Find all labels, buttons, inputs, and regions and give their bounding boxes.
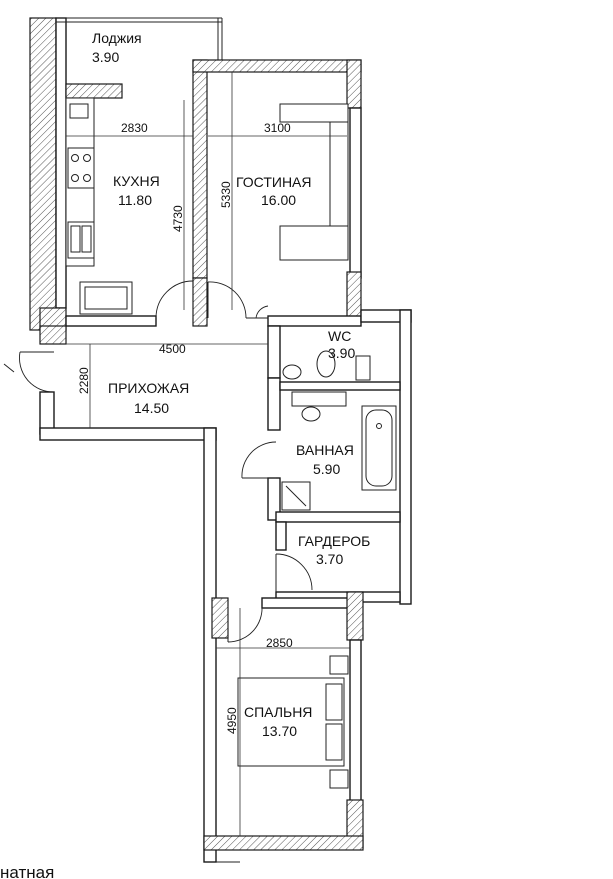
wall-hall-bath <box>267 377 281 431</box>
dimension-lines <box>66 72 350 836</box>
room-wc: WC 3.90 <box>328 328 355 361</box>
kitchen-area: 11.80 <box>118 192 152 208</box>
living-name: ГОСТИНАЯ <box>236 174 312 190</box>
wall-bath-right <box>399 309 412 605</box>
dim-kitchen-width: 2830 <box>121 121 148 135</box>
dim-hall-depth: 2280 <box>77 367 91 394</box>
wall-wardrobe-left <box>275 521 287 551</box>
room-kitchen: КУХНЯ 11.80 <box>113 173 160 208</box>
wall-bedroom-bottom <box>203 835 364 851</box>
doors <box>3 280 313 643</box>
bedroom-name: СПАЛЬНЯ <box>244 704 312 720</box>
hall-name: ПРИХОЖАЯ <box>108 380 189 396</box>
dim-living-depth: 5330 <box>219 181 233 208</box>
kitchen-sink-small <box>69 103 89 119</box>
wall-living-bottom <box>267 315 362 327</box>
wall-loggia-divider <box>65 83 123 99</box>
wall-living-top <box>192 59 362 73</box>
bedroom-area: 13.70 <box>262 723 297 739</box>
room-wardrobe: ГАРДЕРОБ 3.70 <box>298 533 370 567</box>
kitchen-door-arc <box>155 280 194 319</box>
bath-sink-icon <box>301 406 321 422</box>
sofa-arm-top <box>279 103 349 123</box>
wall-left-outer <box>29 17 57 331</box>
wall-living-right-top <box>346 59 362 109</box>
wall-kitchen-living <box>192 59 208 279</box>
nightstand-icon <box>329 655 349 675</box>
dim-living-width: 3100 <box>264 121 291 135</box>
kitchen-name: КУХНЯ <box>113 173 160 189</box>
bath-name: ВАННАЯ <box>296 442 354 458</box>
wall-living-right-bottom <box>346 271 362 321</box>
footer-caption: натная <box>0 863 54 879</box>
dim-bedroom-width: 2850 <box>266 636 293 650</box>
wall-left-inner <box>55 17 67 309</box>
hall-area: 14.50 <box>134 400 169 416</box>
room-living: ГОСТИНАЯ 16.00 <box>236 174 312 208</box>
wall-bedroom-top-left <box>211 597 229 639</box>
entrance-door-arc <box>19 351 55 393</box>
wc-sink-icon <box>282 364 302 380</box>
sofa-arm-bottom <box>279 225 349 261</box>
bath-area: 5.90 <box>313 461 340 477</box>
walls <box>29 17 412 863</box>
living-door-arc <box>207 281 247 319</box>
room-bedroom: СПАЛЬНЯ 13.70 <box>244 704 312 739</box>
wall-hall-bottom <box>39 427 217 441</box>
wall-living-right <box>349 107 362 279</box>
nightstand-icon <box>329 769 349 789</box>
wardrobe-door-arc <box>275 553 313 591</box>
sofa-icon <box>329 121 349 227</box>
wall-bath-wardrobe <box>275 511 401 523</box>
pillow-icon <box>325 723 343 761</box>
dim-bedroom-depth: 4950 <box>225 707 239 734</box>
dim-kitchen-depth: 4730 <box>171 205 185 232</box>
wardrobe-name: ГАРДЕРОБ <box>298 533 370 549</box>
room-bath: ВАННАЯ 5.90 <box>296 442 354 477</box>
dim-hall-width: 4500 <box>159 342 186 356</box>
stove-icon <box>67 147 95 189</box>
bath-door-arc <box>241 441 277 479</box>
wc-cabinet-icon <box>355 355 371 381</box>
wc-name: WC <box>328 328 351 344</box>
wall-kitchen-bottom <box>65 315 157 327</box>
pillow-icon <box>325 683 343 721</box>
wall-bedroom-right-top <box>346 591 364 641</box>
room-loggia: Лоджия 3.90 <box>92 30 142 65</box>
wall-hall-top-left <box>39 325 67 345</box>
room-hall: ПРИХОЖАЯ 14.50 <box>108 380 189 416</box>
wall-hall-wc <box>267 325 281 379</box>
dimension-labels: 2830 3100 4730 5330 4500 2280 2850 4950 <box>77 121 293 734</box>
wardrobe-area: 3.70 <box>316 551 343 567</box>
toilet-icon <box>316 350 336 378</box>
fixtures <box>65 97 397 789</box>
wall-kitchen-living-bottom <box>192 277 208 327</box>
living-area: 16.00 <box>261 192 296 208</box>
wall-bedroom-right <box>349 639 362 803</box>
wc-area: 3.90 <box>328 345 355 361</box>
wall-bedroom-top <box>261 597 349 609</box>
loggia-area: 3.90 <box>92 49 119 65</box>
wall-wc-bath <box>279 381 401 391</box>
wall-corridor-left <box>203 427 217 863</box>
bedroom-door-arc <box>227 605 263 643</box>
loggia-name: Лоджия <box>92 30 142 46</box>
